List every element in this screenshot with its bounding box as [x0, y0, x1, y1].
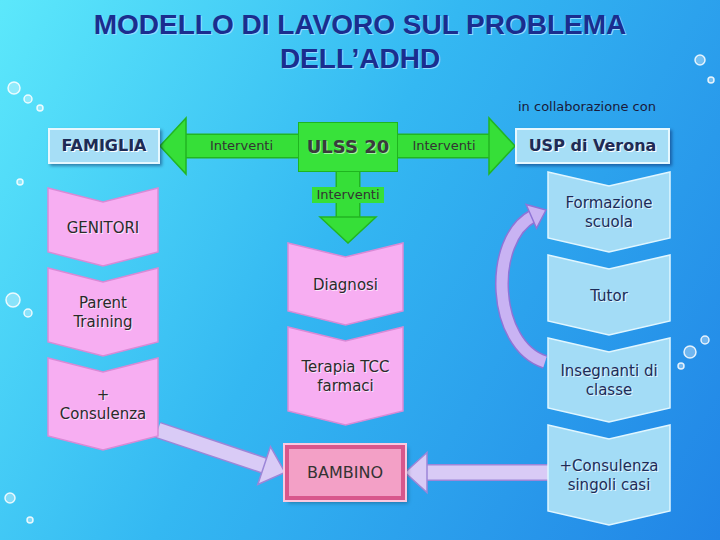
arrow-head [405, 453, 427, 493]
bubble [701, 336, 709, 344]
bubble [24, 95, 32, 103]
chevron-outline [548, 425, 670, 525]
node-text: GENITORI [56, 219, 150, 238]
chevron-step: +Consulenza singoli casi [548, 425, 670, 525]
bubble [8, 82, 20, 94]
bubble [24, 309, 32, 317]
chevron-step: GENITORI [48, 188, 158, 266]
chevron-step: Diagnosi [288, 243, 403, 325]
node-text: Diagnosi [296, 276, 395, 295]
arrow-connector [320, 172, 376, 243]
cycle-arrow-head [526, 205, 546, 229]
center-box: ULSS 20 [298, 122, 398, 172]
arrow-shaft [185, 135, 298, 157]
chevron-step: Formazione scuola [548, 172, 670, 252]
chevron-step: + Consulenza [48, 358, 158, 450]
bubble [5, 493, 15, 503]
node-text: BAMBINO [297, 463, 393, 483]
bubble [17, 179, 23, 185]
header-box: USP di Verona [515, 128, 670, 164]
edge-label: Interventi [408, 138, 479, 154]
arrow-connector [158, 430, 285, 484]
arrow-shaft [337, 172, 359, 218]
node-text: Formazione scuola [556, 194, 662, 232]
bubble [708, 77, 714, 83]
node-text: + Consulenza [56, 386, 150, 424]
arrow-head [160, 118, 186, 174]
arrow-outline [426, 464, 548, 481]
node-text: Tutor [556, 287, 662, 306]
chevron-step: Parent Training [48, 268, 158, 356]
chevron-step: Terapia TCC farmaci [288, 327, 403, 425]
node-text: +Consulenza singoli casi [556, 457, 662, 495]
chevron-outline [548, 338, 670, 422]
arrow-connector [405, 453, 548, 493]
cycle-arrow [502, 205, 546, 363]
target-box: BAMBINO [285, 445, 405, 500]
arrow-shaft [426, 466, 548, 480]
header-box: FAMIGLIA [48, 128, 160, 164]
bubble [37, 105, 43, 111]
arrow-shaft [158, 430, 265, 466]
bubble [6, 293, 20, 307]
arrow-head [489, 118, 515, 174]
chevron-outline [48, 268, 158, 356]
arrow-head [320, 217, 376, 243]
chevron-step: Tutor [548, 255, 670, 335]
chevron-outline [548, 172, 670, 252]
bubble [684, 346, 696, 358]
arrow-connector [160, 118, 298, 174]
arrow-shaft [398, 135, 490, 157]
node-text: Insegnanti di classe [556, 362, 662, 400]
chevron-outline [48, 358, 158, 450]
bubble [678, 363, 684, 369]
edge-label: Interventi [206, 138, 277, 154]
bubble [27, 517, 33, 523]
cycle-arrow-outline [502, 216, 545, 362]
chevron-outline [288, 243, 403, 325]
node-text: Terapia TCC farmaci [296, 358, 395, 396]
node-text: ULSS 20 [305, 136, 391, 158]
cycle-arrow-body [502, 216, 545, 362]
arrow-connector [398, 118, 515, 174]
node-text: USP di Verona [525, 136, 660, 156]
node-text: FAMIGLIA [58, 136, 150, 156]
chevron-outline [48, 188, 158, 266]
edge-label: Interventi [312, 187, 383, 203]
arrow-outline [185, 134, 298, 159]
chevron-outline [288, 327, 403, 425]
chevron-outline [548, 255, 670, 335]
arrow-outline [398, 134, 490, 159]
chevron-step: Insegnanti di classe [548, 338, 670, 422]
node-text: Parent Training [56, 294, 150, 332]
bubble [695, 55, 705, 65]
arrow-outline [336, 172, 361, 218]
title: MODELLO DI LAVORO SUL PROBLEMA DELL’ADHD [60, 8, 660, 76]
note-label: in collaborazione con [518, 99, 656, 115]
arrow-outline [158, 430, 265, 466]
arrow-head [258, 447, 285, 485]
